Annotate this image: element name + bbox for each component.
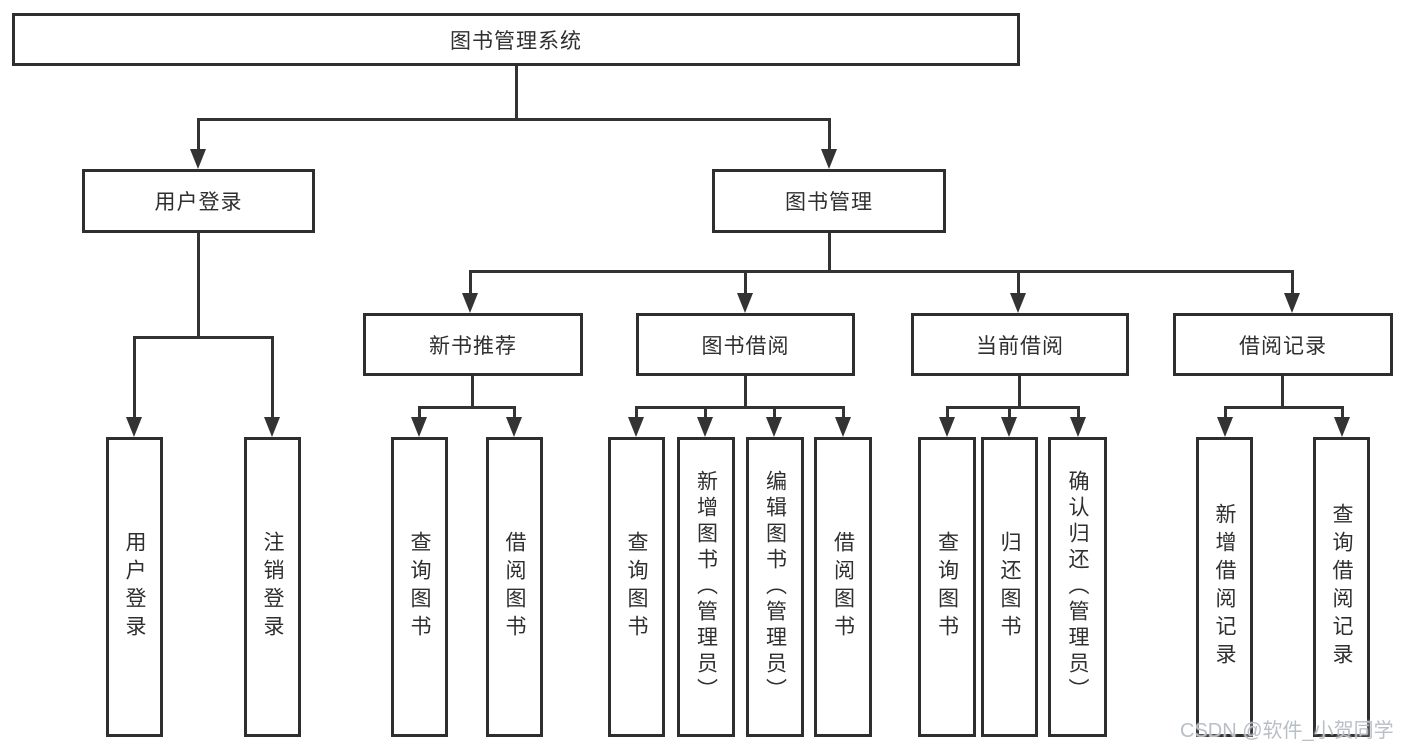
node-leaf-query-book: 查询图书	[918, 437, 976, 737]
node-leaf-query-book: 查询图书	[391, 437, 448, 737]
arrowhead-down-icon	[939, 417, 955, 437]
connector-line	[1341, 406, 1344, 422]
arrowhead-down-icon	[506, 417, 522, 437]
node-leaf-user-login: 用户登录	[106, 437, 163, 737]
arrowhead-down-icon	[190, 149, 206, 169]
connector-line	[1008, 406, 1011, 422]
node-system-root: 图书管理系统	[12, 13, 1020, 66]
connector-line	[946, 406, 949, 422]
connector-line	[704, 406, 707, 422]
node-book-management: 图书管理	[712, 169, 946, 233]
node-borrow-records: 借阅记录	[1173, 313, 1393, 376]
connector-line	[1224, 406, 1344, 409]
connector-line	[513, 406, 516, 422]
connector-line	[828, 118, 831, 154]
connector-line	[946, 406, 1080, 409]
connector-line	[469, 270, 472, 298]
arrowhead-down-icon	[1010, 293, 1026, 313]
node-user-login: 用户登录	[82, 169, 315, 233]
connector-line	[133, 336, 274, 339]
connector-line	[271, 336, 274, 421]
arrowhead-down-icon	[697, 417, 713, 437]
connector-line	[418, 406, 421, 422]
node-leaf-query-borrow-record: 查询借阅记录	[1313, 437, 1370, 737]
node-book-borrow: 图书借阅	[636, 313, 855, 376]
connector-line	[133, 336, 136, 421]
arrowhead-down-icon	[1070, 417, 1086, 437]
node-current-borrow: 当前借阅	[911, 313, 1129, 376]
connector-line	[828, 233, 831, 273]
arrowhead-down-icon	[1284, 293, 1300, 313]
csdn-watermark: CSDN @软件_小贺同学	[1180, 720, 1394, 742]
connector-line	[197, 118, 831, 121]
connector-line	[197, 118, 200, 154]
connector-line	[635, 406, 845, 409]
arrowhead-down-icon	[821, 149, 837, 169]
node-new-book-recommend: 新书推荐	[363, 313, 583, 376]
arrowhead-down-icon	[462, 293, 478, 313]
arrowhead-down-icon	[1217, 417, 1233, 437]
arrowhead-down-icon	[766, 417, 782, 437]
connector-line	[1017, 270, 1020, 298]
connector-line	[1224, 406, 1227, 422]
arrowhead-down-icon	[126, 417, 142, 437]
arrowhead-down-icon	[264, 417, 280, 437]
connector-line	[1281, 376, 1284, 409]
connector-line	[744, 270, 747, 298]
connector-line	[1077, 406, 1080, 422]
connector-line	[515, 64, 518, 120]
connector-line	[1018, 376, 1021, 409]
connector-line	[197, 233, 200, 339]
node-leaf-borrow-book: 借阅图书	[486, 437, 543, 737]
node-leaf-edit-book-admin: 编辑图书（管理员）	[746, 437, 804, 737]
connector-line	[773, 406, 776, 422]
connector-line	[471, 376, 474, 409]
node-leaf-query-book: 查询图书	[608, 437, 665, 737]
node-leaf-add-borrow-record: 新增借阅记录	[1196, 437, 1253, 737]
arrowhead-down-icon	[1334, 417, 1350, 437]
connector-line	[418, 406, 516, 409]
connector-line	[1291, 270, 1294, 298]
arrowhead-down-icon	[737, 293, 753, 313]
arrowhead-down-icon	[1001, 417, 1017, 437]
arrowhead-down-icon	[411, 417, 427, 437]
node-leaf-add-book-admin: 新增图书（管理员）	[677, 437, 735, 737]
node-leaf-logout: 注销登录	[244, 437, 301, 737]
arrowhead-down-icon	[835, 417, 851, 437]
connector-line	[842, 406, 845, 422]
connector-line	[744, 376, 747, 409]
connector-line	[469, 270, 1294, 273]
node-leaf-confirm-return-admin: 确认归还（管理员）	[1048, 437, 1107, 737]
node-leaf-borrow-book: 借阅图书	[814, 437, 872, 737]
arrowhead-down-icon	[628, 417, 644, 437]
connector-line	[635, 406, 638, 422]
node-leaf-return-book: 归还图书	[981, 437, 1038, 737]
